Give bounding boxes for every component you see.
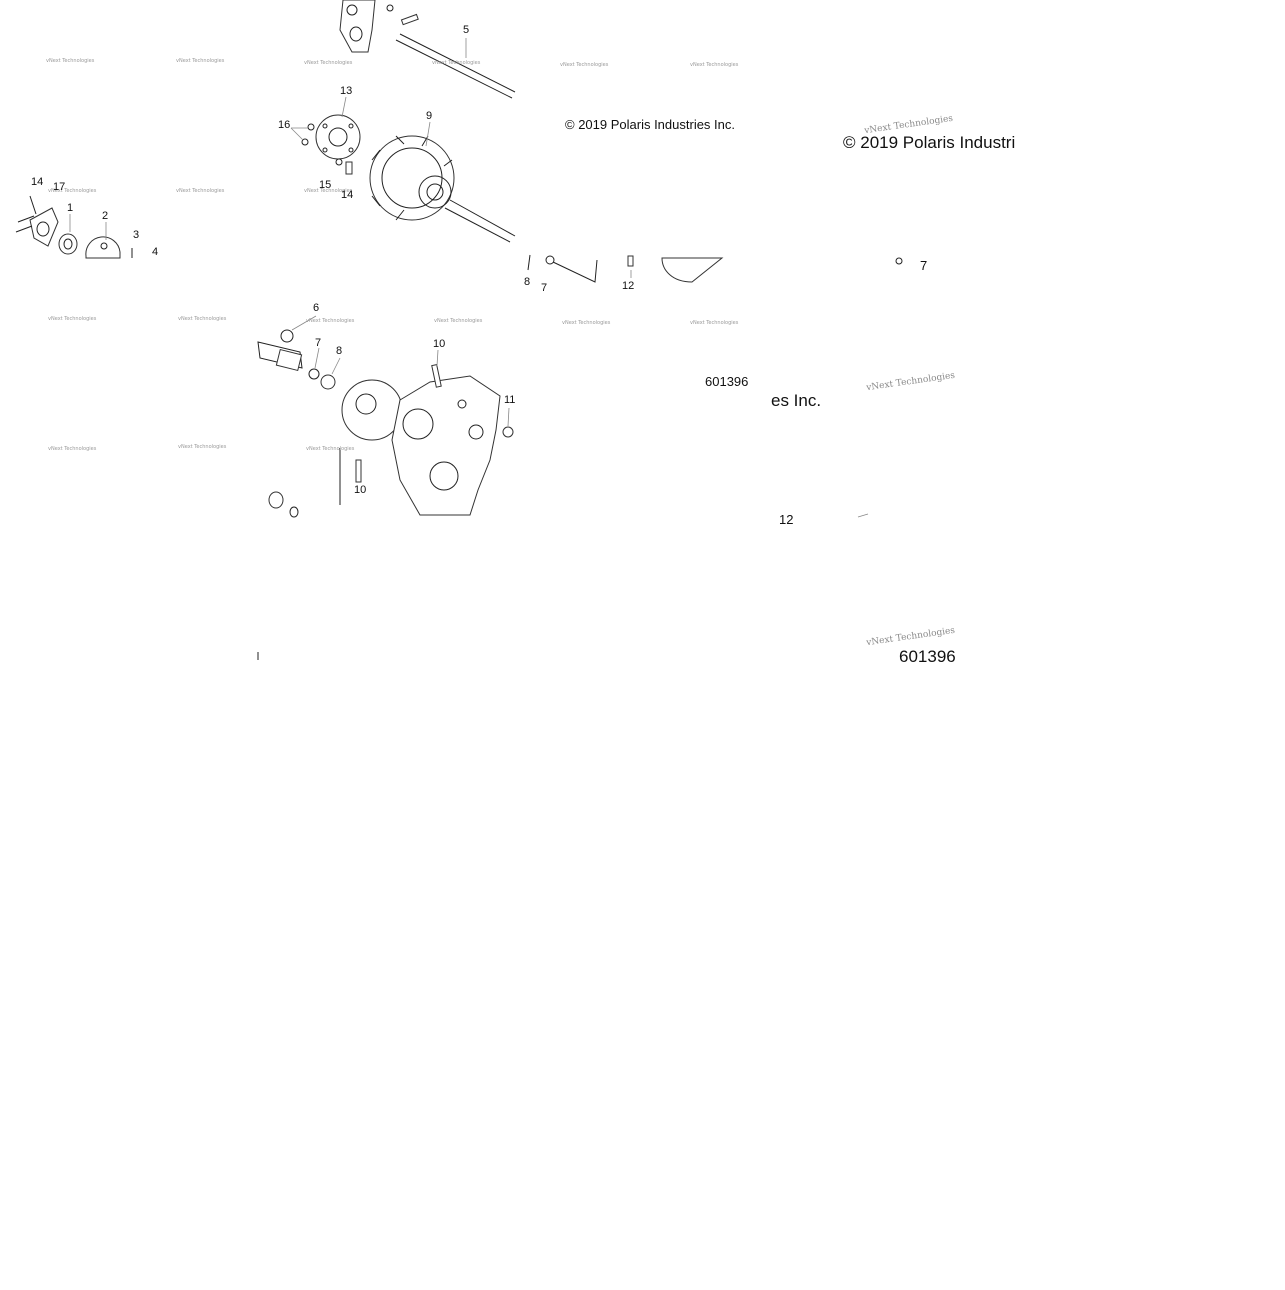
bolt-10-lower [355, 459, 362, 483]
callout-5: 5 [463, 24, 470, 36]
shaft-5 [395, 33, 516, 99]
oring-fragment [895, 257, 903, 265]
callout-1: 1 [67, 202, 74, 214]
callout-13: 13 [340, 85, 353, 97]
callout-6: 6 [313, 302, 320, 314]
washer-15 [335, 158, 343, 166]
callout-3: 3 [133, 229, 140, 241]
leader-line-7 [552, 259, 598, 283]
watermark: vNext Technologies [48, 446, 97, 452]
callout-8-lower: 8 [336, 345, 343, 357]
callout-12: 12 [622, 280, 635, 292]
bolt-10-upper [431, 364, 442, 388]
callout-12-large: 12 [779, 512, 794, 527]
bracket-plate [339, 0, 376, 53]
oring-7-lower [308, 368, 320, 380]
watermark: vNext Technologies [176, 188, 225, 194]
watermark: vNext Technologies [178, 316, 227, 322]
watermark: vNext Technologies [304, 188, 353, 194]
oring-lower [289, 506, 299, 518]
watermark: vNext Technologies [178, 444, 227, 450]
watermark: vNext Technologies [432, 60, 481, 66]
small-bolt-icon [386, 4, 394, 12]
seal-lower [268, 491, 284, 509]
gear-case-housing [391, 375, 501, 516]
copyright-notice: © 2019 Polaris Industries Inc. [565, 117, 735, 132]
plate-2 [85, 236, 121, 259]
callout-9: 9 [426, 110, 433, 122]
watermark: vNext Technologies [46, 58, 95, 64]
callout-10-lower: 10 [354, 484, 367, 496]
pin [400, 13, 419, 26]
copyright-fragment: es Inc. [771, 391, 822, 410]
left-cap-assembly [15, 195, 133, 259]
callout-15: 15 [319, 179, 332, 191]
case-fragment-top [661, 257, 724, 283]
callout-16: 16 [278, 119, 291, 131]
callout-14: 14 [341, 189, 354, 201]
watermark: vNext Technologies [48, 188, 97, 194]
bearing-1 [58, 233, 78, 255]
watermark: vNext Technologies [306, 446, 355, 452]
watermark: vNext Technologies [560, 62, 609, 68]
callout-4: 4 [152, 246, 159, 258]
callout-7-large: 7 [920, 258, 928, 273]
nut-16a [307, 123, 315, 131]
callout-17: 17 [53, 181, 66, 193]
diagram-number-large: 601396 [899, 647, 956, 666]
bolt-14 [345, 161, 353, 175]
nut-16b [301, 138, 309, 146]
watermark: vNext Technologies [690, 320, 739, 326]
watermark: vNext Technologies [48, 316, 97, 322]
diagram-number: 601396 [705, 374, 749, 389]
watermark: vNext Technologies [176, 58, 225, 64]
scribble-fragment [857, 513, 869, 518]
flange-13 [315, 114, 361, 160]
callout-7: 7 [541, 282, 548, 294]
part-8-leader [527, 254, 531, 271]
copyright-notice-large: © 2019 Polaris Industri [843, 133, 1016, 152]
watermark: vNext Technologies [562, 320, 611, 326]
watermark: vNext Technologies [434, 318, 483, 324]
driven-gear [341, 379, 403, 441]
watermark: vNext Technologies [690, 62, 739, 68]
callout-11: 11 [504, 394, 516, 406]
output-shaft-6 [257, 329, 303, 372]
callout-8: 8 [524, 276, 531, 288]
callout-14-left: 14 [31, 176, 44, 188]
callout-2: 2 [102, 210, 109, 222]
leader-lines [69, 38, 632, 427]
oring-7 [545, 255, 555, 265]
callout-7-lower: 7 [315, 337, 322, 349]
callout-10-upper: 10 [433, 338, 446, 350]
pin-12 [627, 255, 634, 267]
seal-8 [320, 374, 336, 390]
watermark: vNext Technologies [306, 318, 355, 324]
nut-11 [502, 426, 514, 438]
watermark: vNext Technologies [304, 60, 353, 66]
drive-sprocket-9 [369, 135, 516, 243]
